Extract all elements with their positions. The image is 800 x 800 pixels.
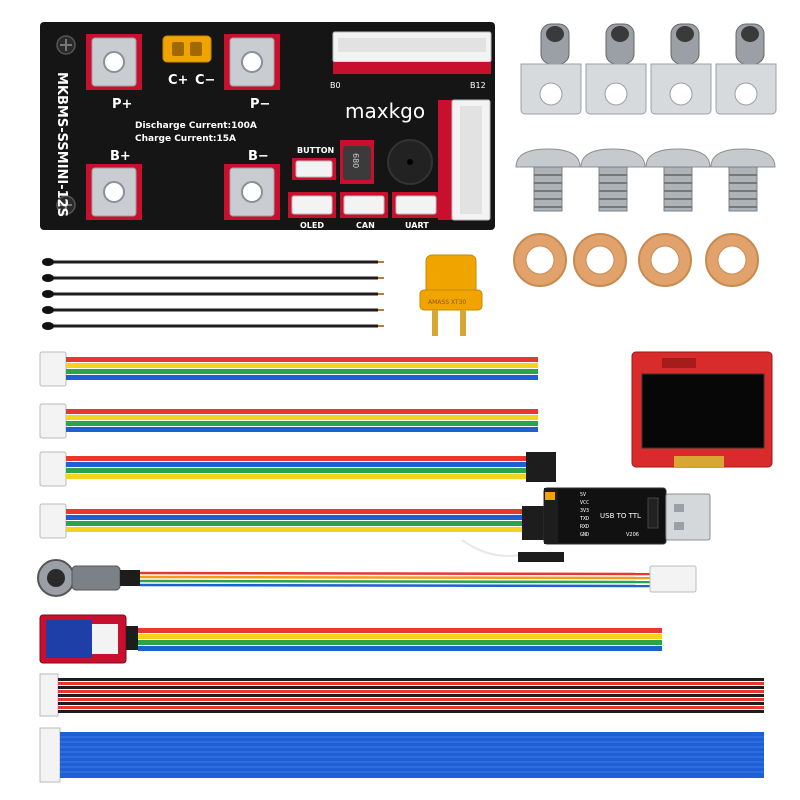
inductor-code: 680 bbox=[351, 153, 360, 168]
washer bbox=[573, 233, 627, 287]
ring-lug bbox=[520, 23, 582, 115]
screws bbox=[515, 148, 776, 212]
signal-wire bbox=[461, 539, 564, 562]
temperature-probes bbox=[42, 258, 384, 330]
ribbon-cable-4pin bbox=[39, 403, 538, 439]
ribbon-cable-bluetooth bbox=[138, 628, 662, 651]
washers bbox=[513, 233, 759, 287]
usb-ttl-pin: RXD bbox=[580, 524, 589, 530]
washer bbox=[638, 233, 692, 287]
ntc-probe bbox=[42, 290, 384, 298]
xt30-marking: AMASS XT30 bbox=[428, 299, 466, 306]
ribbon-cable-usb-ttl bbox=[39, 503, 544, 540]
usb-ttl-version: V206 bbox=[626, 532, 639, 538]
usb-ttl-module: 5V VCC 3V3 TXD RXD GND USB TO TTL V206 bbox=[543, 487, 667, 545]
balance-label-end: B12 bbox=[470, 81, 486, 90]
charge-current-text: Charge Current:15A bbox=[135, 134, 236, 144]
ribbon-cable-dupont bbox=[39, 451, 556, 487]
label-button-port: BUTTON bbox=[297, 146, 334, 155]
board-screw-icon bbox=[56, 35, 76, 55]
label-p-minus: P− bbox=[250, 97, 270, 112]
balance-connector-horizontal bbox=[332, 31, 492, 74]
washer bbox=[705, 233, 759, 287]
usb-ttl-pin: 3V3 bbox=[580, 508, 589, 514]
ntc-probe bbox=[42, 274, 384, 282]
push-button-cable bbox=[37, 559, 697, 597]
oled-display-module bbox=[631, 351, 773, 468]
oled-port-connector bbox=[288, 192, 336, 218]
ring-lug bbox=[650, 23, 712, 115]
ring-lug bbox=[585, 23, 647, 115]
uart-port-connector bbox=[392, 192, 440, 218]
usb-ttl-pin: TXD bbox=[580, 516, 589, 522]
usb-ttl-pin: VCC bbox=[580, 500, 589, 506]
label-p-plus: P+ bbox=[112, 97, 132, 112]
usb-ttl-pin: GND bbox=[580, 532, 589, 538]
bms-board: P+ C+ C− P− MKBMS-SSMINI-12S Discharge C… bbox=[40, 22, 495, 230]
label-can-port: CAN bbox=[356, 221, 375, 230]
terminal-p-plus bbox=[86, 34, 142, 90]
brand-logo: maxkgo bbox=[345, 99, 425, 123]
ntc-probe bbox=[42, 258, 384, 266]
ring-lugs bbox=[520, 23, 777, 115]
screw-icon bbox=[710, 148, 776, 212]
terminal-p-minus bbox=[224, 34, 280, 90]
screw-icon bbox=[645, 148, 711, 212]
balance-harness-red bbox=[39, 673, 764, 717]
ribbon-cable-4pin bbox=[39, 351, 538, 387]
board-model-text: MKBMS-SSMINI-12S bbox=[54, 72, 69, 217]
xt30-male-connector: AMASS XT30 bbox=[419, 254, 483, 336]
label-b-plus: B+ bbox=[110, 149, 131, 164]
buzzer-hole bbox=[407, 159, 413, 165]
washer bbox=[513, 233, 567, 287]
discharge-current-text: Discharge Current:100A bbox=[135, 121, 257, 131]
screw-icon bbox=[580, 148, 646, 212]
button-port-connector bbox=[292, 158, 336, 180]
terminal-b-minus bbox=[224, 164, 280, 220]
label-uart-port: UART bbox=[405, 221, 429, 230]
balance-harness-blue bbox=[39, 727, 764, 783]
usb-ttl-pin: 5V bbox=[580, 492, 586, 498]
xt30-charge-connector bbox=[162, 35, 212, 63]
ntc-probe bbox=[42, 306, 384, 314]
bluetooth-module bbox=[39, 614, 138, 664]
inductor: 680 bbox=[340, 140, 374, 184]
can-port-connector bbox=[340, 192, 388, 218]
label-oled-port: OLED bbox=[300, 221, 324, 230]
ring-lug bbox=[715, 23, 777, 115]
screw-icon bbox=[515, 148, 581, 212]
balance-connector-vertical bbox=[438, 99, 491, 221]
balance-label-start: B0 bbox=[330, 81, 341, 90]
ntc-probe bbox=[42, 322, 384, 330]
usb-a-plug bbox=[665, 493, 711, 541]
usb-ttl-title: USB TO TTL bbox=[600, 512, 641, 520]
label-b-minus: B− bbox=[248, 149, 269, 164]
board-screw-icon bbox=[56, 195, 76, 215]
label-c-minus: C− bbox=[195, 73, 215, 88]
terminal-b-plus bbox=[86, 164, 142, 220]
label-c-plus: C+ bbox=[168, 73, 188, 88]
